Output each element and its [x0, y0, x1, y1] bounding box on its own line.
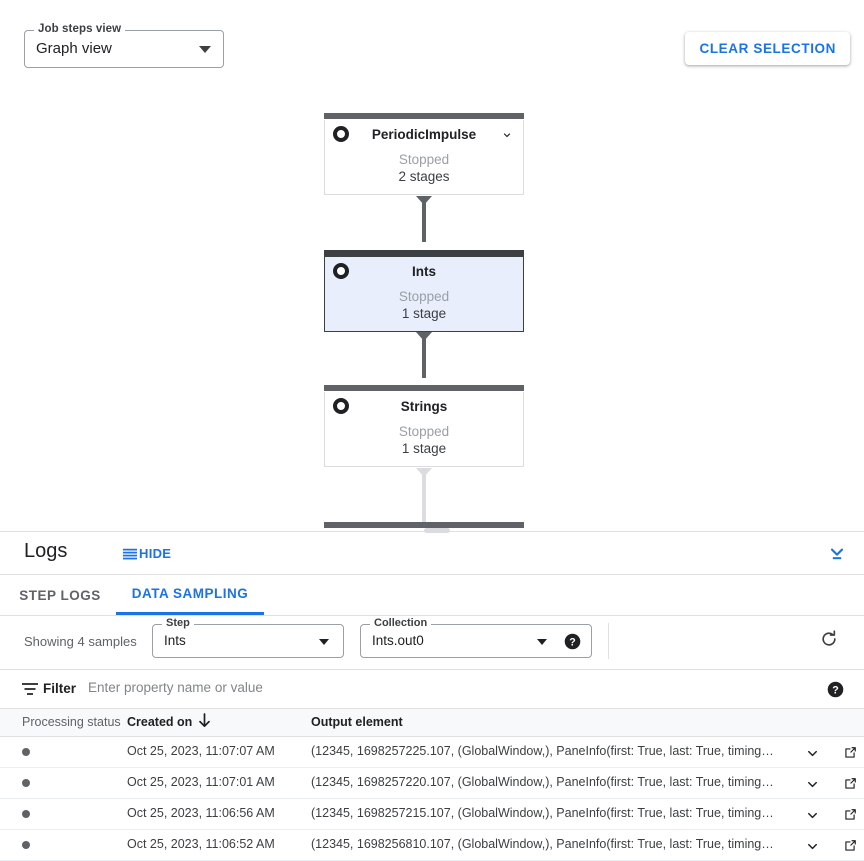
filter-row: Filter ? — [0, 670, 864, 709]
table-row[interactable]: Oct 25, 2023, 11:06:56 AM (12345, 1698257… — [0, 799, 864, 830]
svg-text:?: ? — [569, 636, 575, 648]
graph-toolbar: Job steps view Graph view CLEAR SELECTIO… — [0, 0, 864, 96]
graph-node-partial[interactable] — [324, 522, 524, 528]
samples-table-body: Oct 25, 2023, 11:07:07 AM (12345, 1698257… — [0, 737, 864, 861]
node-status: Stopped — [398, 424, 450, 439]
filter-label: Filter — [43, 681, 77, 696]
table-row[interactable]: Oct 25, 2023, 11:07:07 AM (12345, 1698257… — [0, 737, 864, 768]
list-lines-icon — [123, 548, 137, 559]
hide-logs-button[interactable]: HIDE — [123, 546, 171, 561]
chevron-down-icon — [199, 46, 211, 53]
open-in-new-icon[interactable] — [843, 746, 857, 760]
collection-select[interactable]: Collection Ints.out0 ? — [360, 617, 592, 658]
node-status: Stopped — [398, 152, 450, 167]
open-in-new-icon[interactable] — [843, 777, 857, 791]
showing-samples-text: Showing 4 samples — [24, 634, 137, 649]
open-in-new-icon[interactable] — [843, 808, 857, 822]
stop-icon — [333, 263, 349, 279]
collection-select-label: Collection — [370, 617, 432, 629]
graph-node-ints[interactable]: Ints Stopped 1 stage — [324, 250, 524, 332]
collection-select-value: Ints.out0 — [372, 633, 424, 648]
job-steps-view-select[interactable]: Job steps view Graph view — [24, 23, 224, 68]
filter-icon — [22, 683, 38, 695]
tab-data-sampling[interactable]: DATA SAMPLING — [116, 575, 264, 615]
graph-edge — [422, 196, 426, 242]
node-stages: 2 stages — [398, 169, 450, 184]
graph-node-periodicimpulse[interactable]: PeriodicImpulse Stopped 2 stages — [324, 113, 524, 195]
node-title: Strings — [400, 399, 448, 414]
graph-edge-arrow — [416, 196, 432, 205]
step-select[interactable]: Step Ints — [152, 617, 344, 658]
chevron-down-icon — [537, 639, 547, 645]
column-output-element[interactable]: Output element — [311, 715, 403, 729]
chevron-down-icon — [319, 639, 329, 645]
chevron-down-icon[interactable] — [805, 808, 820, 823]
node-title: Ints — [411, 264, 436, 279]
node-status: Stopped — [398, 289, 450, 304]
job-graph-canvas[interactable]: Job steps view Graph view CLEAR SELECTIO… — [0, 0, 864, 531]
node-stages: 1 stage — [401, 306, 447, 321]
stop-icon — [333, 398, 349, 414]
graph-edge — [422, 468, 426, 522]
help-icon[interactable]: ? — [827, 681, 844, 698]
panel-resize-handle[interactable] — [424, 528, 450, 533]
chevron-down-icon[interactable] — [805, 777, 820, 792]
step-select-label: Step — [162, 617, 194, 629]
collapse-panel-icon[interactable] — [827, 543, 847, 563]
cell-output-element: (12345, 1698256810.107, (GlobalWindow,),… — [311, 837, 774, 851]
table-row[interactable]: Oct 25, 2023, 11:07:01 AM (12345, 1698257… — [0, 768, 864, 799]
status-badge — [22, 779, 30, 787]
cell-output-element: (12345, 1698257220.107, (GlobalWindow,),… — [311, 775, 774, 789]
logs-title: Logs — [24, 540, 68, 562]
cell-output-element: (12345, 1698257225.107, (GlobalWindow,),… — [311, 744, 774, 758]
stop-icon — [333, 126, 349, 142]
cell-created-on: Oct 25, 2023, 11:07:07 AM — [127, 744, 275, 758]
tab-step-logs[interactable]: STEP LOGS — [19, 587, 101, 603]
status-badge — [22, 810, 30, 818]
chevron-down-icon[interactable] — [805, 746, 820, 761]
job-steps-view-value: Graph view — [36, 40, 112, 57]
job-steps-view-label: Job steps view — [34, 23, 126, 35]
graph-edge-arrow — [416, 468, 432, 477]
node-status-bar — [324, 250, 524, 256]
chevron-down-icon[interactable] — [805, 839, 820, 854]
open-in-new-icon[interactable] — [843, 839, 857, 853]
clear-selection-button[interactable]: CLEAR SELECTION — [685, 32, 850, 65]
logs-header: Logs HIDE — [0, 532, 864, 575]
controls-divider — [608, 623, 609, 659]
help-icon[interactable]: ? — [564, 633, 581, 650]
status-badge — [22, 841, 30, 849]
node-stages: 1 stage — [401, 441, 447, 456]
step-select-value: Ints — [164, 633, 186, 648]
svg-text:?: ? — [832, 684, 838, 696]
table-row[interactable]: Oct 25, 2023, 11:06:52 AM (12345, 1698256… — [0, 830, 864, 861]
node-status-bar — [324, 113, 524, 119]
refresh-icon[interactable] — [819, 629, 839, 649]
column-processing-status[interactable]: Processing status — [22, 715, 121, 729]
hide-logs-label: HIDE — [139, 546, 172, 561]
sampling-controls: Showing 4 samples — [0, 616, 864, 670]
cell-created-on: Oct 25, 2023, 11:06:52 AM — [127, 837, 275, 851]
sort-descending-icon[interactable] — [198, 713, 211, 728]
node-status-bar — [324, 385, 524, 391]
node-title: PeriodicImpulse — [371, 127, 477, 142]
graph-edge-arrow — [416, 332, 432, 341]
filter-input[interactable] — [86, 679, 790, 696]
logs-panel: Logs HIDE STEP LOGS DATA SAMPLING Showin… — [0, 528, 864, 861]
cell-output-element: (12345, 1698257215.107, (GlobalWindow,),… — [311, 806, 774, 820]
chevron-down-icon[interactable] — [501, 129, 513, 141]
graph-edge — [422, 332, 426, 378]
table-header: Processing status Created on Output elem… — [0, 709, 864, 737]
cell-created-on: Oct 25, 2023, 11:07:01 AM — [127, 775, 275, 789]
graph-node-strings[interactable]: Strings Stopped 1 stage — [324, 385, 524, 467]
logs-tabs: STEP LOGS DATA SAMPLING — [0, 575, 864, 616]
column-created-on[interactable]: Created on — [127, 715, 193, 729]
status-badge — [22, 748, 30, 756]
cell-created-on: Oct 25, 2023, 11:06:56 AM — [127, 806, 275, 820]
